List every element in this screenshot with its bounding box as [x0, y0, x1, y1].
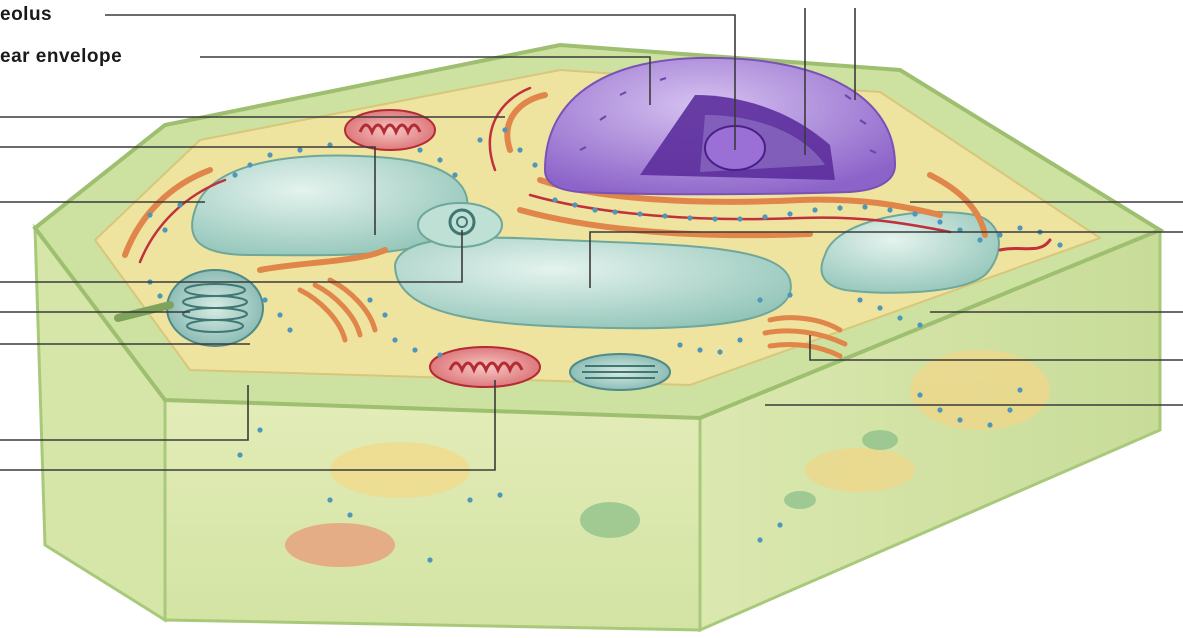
ribosome-dot — [477, 137, 482, 142]
ribosome-dot — [157, 293, 162, 298]
ribosome-dot — [427, 557, 432, 562]
ribosome-dot — [437, 157, 442, 162]
ribosome-dot — [297, 147, 302, 152]
ribosome-dot — [937, 219, 942, 224]
ribosome-dot — [247, 162, 252, 167]
ribosome-dot — [1057, 242, 1062, 247]
ribosome-dot — [917, 392, 922, 397]
ribosome-dot — [737, 337, 742, 342]
ribosome-dot — [687, 215, 692, 220]
ribosome-dot — [147, 212, 152, 217]
ribosome-dot — [452, 172, 457, 177]
ribosome-dot — [862, 204, 867, 209]
ribosome-dot — [467, 497, 472, 502]
ribosome-dot — [267, 152, 272, 157]
ribosome-dot — [662, 213, 667, 218]
front-blob — [285, 523, 395, 567]
ribosome-dot — [1007, 407, 1012, 412]
ribosome-dot — [897, 315, 902, 320]
label-nucleolus: eolus — [0, 4, 52, 26]
ribosome-dot — [677, 342, 682, 347]
ribosome-dot — [417, 147, 422, 152]
ribosome-dot — [757, 537, 762, 542]
ribosome-dot — [787, 211, 792, 216]
ribosome-dot — [392, 337, 397, 342]
ribosome-dot — [497, 492, 502, 497]
ribosome-dot — [887, 207, 892, 212]
ribosome-dot — [327, 497, 332, 502]
ribosome-dot — [787, 292, 792, 297]
ribosome-dot — [162, 227, 167, 232]
label-nuclear-envelope: ear envelope — [0, 46, 122, 68]
ribosome-dot — [697, 347, 702, 352]
ribosome-dot — [412, 347, 417, 352]
ribosome-dot — [437, 352, 442, 357]
ribosome-dot — [532, 162, 537, 167]
ribosome-dot — [612, 209, 617, 214]
right-blob — [910, 350, 1050, 430]
right-blob — [805, 448, 915, 492]
ribosome-dot — [347, 512, 352, 517]
ribosome-dot — [717, 349, 722, 354]
right-blob — [862, 430, 898, 450]
ribosome-dot — [762, 214, 767, 219]
ribosome-dot — [257, 427, 262, 432]
ribosome-dot — [367, 297, 372, 302]
ribosome-dot — [987, 422, 992, 427]
front-blob — [580, 502, 640, 538]
ribosome-dot — [977, 237, 982, 242]
ribosome-dot — [937, 407, 942, 412]
ribosome-dot — [877, 305, 882, 310]
ribosome-dot — [592, 207, 597, 212]
ribosome-dot — [502, 127, 507, 132]
ribosome-dot — [517, 147, 522, 152]
ribosome-dot — [1017, 225, 1022, 230]
mitochondrion-top — [345, 110, 435, 150]
ribosome-dot — [957, 417, 962, 422]
ribosome-dot — [917, 322, 922, 327]
ribosome-dot — [997, 232, 1002, 237]
right-blob — [784, 491, 816, 509]
ribosome-dot — [287, 327, 292, 332]
ribosome-dot — [262, 297, 267, 302]
vacuole-center — [395, 238, 791, 329]
ribosome-dot — [912, 211, 917, 216]
ribosome-dot — [737, 216, 742, 221]
ribosome-dot — [637, 211, 642, 216]
ribosome-dot — [572, 202, 577, 207]
ribosome-dot — [232, 172, 237, 177]
ribosome-dot — [237, 452, 242, 457]
ribosome-dot — [382, 312, 387, 317]
ribosome-dot — [837, 205, 842, 210]
ribosome-dot — [857, 297, 862, 302]
ribosome-dot — [757, 297, 762, 302]
ribosome-dot — [712, 216, 717, 221]
ribosome-dot — [1017, 387, 1022, 392]
ribosome-dot — [177, 202, 182, 207]
ribosome-dot — [777, 522, 782, 527]
ribosome-dot — [552, 197, 557, 202]
ribosome-dot — [277, 312, 282, 317]
ribosome-dot — [812, 207, 817, 212]
centrosome — [418, 203, 502, 247]
